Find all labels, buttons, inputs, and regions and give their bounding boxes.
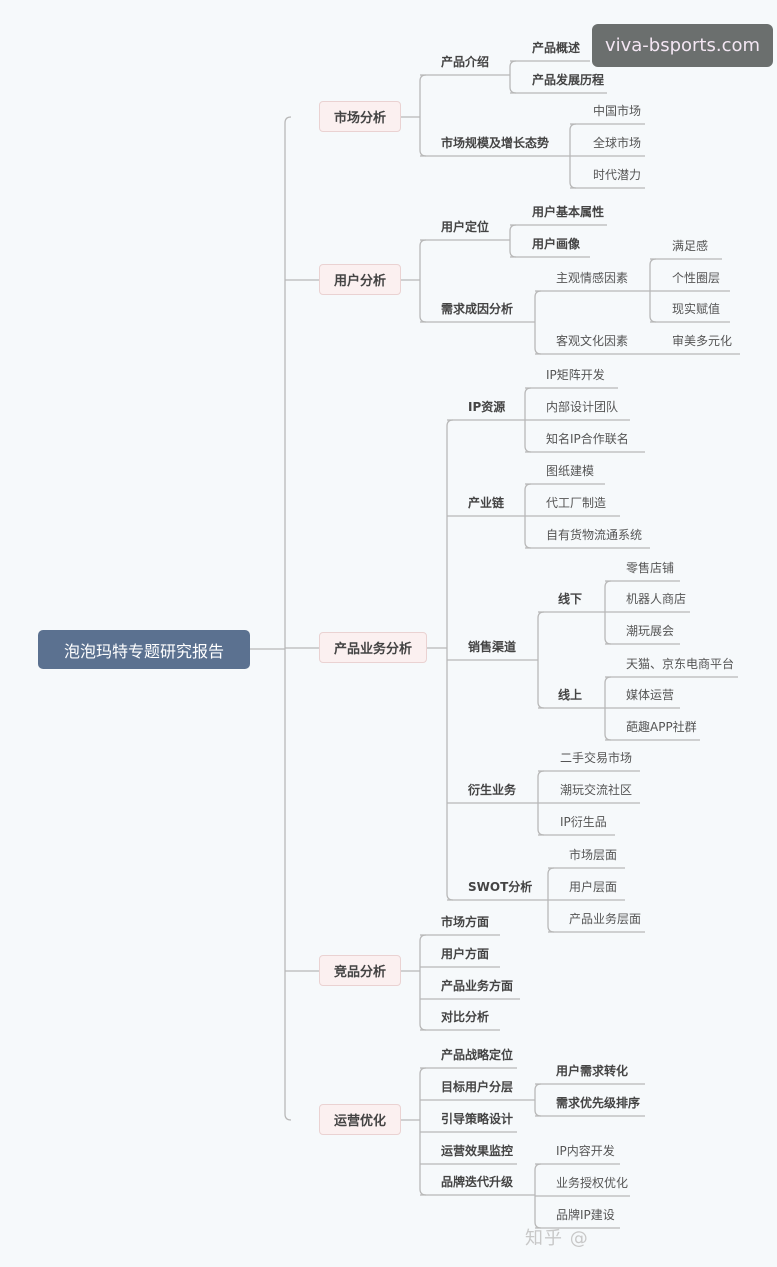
- bracket-connector: [419, 934, 427, 1031]
- topic-node[interactable]: 引导策略设计: [441, 1112, 514, 1126]
- topic-node[interactable]: 产品介绍: [441, 55, 490, 69]
- topic-node[interactable]: 产品战略定位: [441, 1048, 514, 1062]
- topic-node[interactable]: 现实赋值: [672, 302, 721, 316]
- branch-node[interactable]: 竞品分析: [319, 955, 401, 986]
- root-node[interactable]: 泡泡玛特专题研究报告: [38, 630, 250, 669]
- topic-node[interactable]: 二手交易市场: [560, 751, 633, 765]
- topic-node[interactable]: 潮玩交流社区: [560, 783, 633, 797]
- topic-node[interactable]: 需求优先级排序: [556, 1096, 641, 1110]
- topic-node[interactable]: 对比分析: [441, 1010, 490, 1024]
- topic-node[interactable]: 产业链: [468, 496, 505, 510]
- topic-node[interactable]: 线下: [558, 592, 583, 606]
- credit-watermark: 知乎 @: [525, 1228, 589, 1249]
- topic-node[interactable]: 天猫、京东电商平台: [626, 657, 735, 671]
- watermark-badge: viva-bsports.com: [592, 24, 773, 67]
- topic-node[interactable]: 个性圈层: [672, 271, 721, 285]
- bracket-connector: [284, 116, 292, 1121]
- bracket-connector: [509, 60, 517, 94]
- topic-node[interactable]: 目标用户分层: [441, 1080, 514, 1094]
- bracket-connector: [534, 1083, 542, 1117]
- topic-node[interactable]: 产品发展历程: [532, 73, 605, 87]
- topic-node[interactable]: 产品概述: [532, 41, 581, 55]
- topic-node[interactable]: 满足感: [672, 239, 709, 253]
- bracket-connector: [509, 224, 517, 258]
- topic-node[interactable]: 品牌迭代升级: [441, 1175, 514, 1189]
- topic-node[interactable]: 业务授权优化: [556, 1176, 629, 1190]
- topic-node[interactable]: 用户基本属性: [532, 205, 605, 219]
- topic-node[interactable]: 线上: [558, 688, 583, 702]
- topic-node[interactable]: 客观文化因素: [556, 334, 629, 348]
- topic-node[interactable]: 用户层面: [569, 880, 618, 894]
- topic-node[interactable]: 机器人商店: [626, 592, 687, 606]
- topic-node[interactable]: IP资源: [468, 400, 506, 414]
- branch-node[interactable]: 产品业务分析: [319, 632, 427, 663]
- topic-node[interactable]: 运营效果监控: [441, 1144, 514, 1158]
- topic-node[interactable]: 时代潜力: [593, 168, 642, 182]
- topic-node[interactable]: 知名IP合作联名: [546, 432, 629, 446]
- topic-node[interactable]: 市场层面: [569, 848, 618, 862]
- topic-node[interactable]: 用户方面: [441, 947, 490, 961]
- topic-node[interactable]: 衍生业务: [468, 783, 517, 797]
- branch-node[interactable]: 市场分析: [319, 101, 401, 132]
- topic-node[interactable]: 内部设计团队: [546, 400, 619, 414]
- topic-node[interactable]: 审美多元化: [672, 334, 733, 348]
- branch-node[interactable]: 运营优化: [319, 1104, 401, 1135]
- topic-node[interactable]: 全球市场: [593, 136, 642, 150]
- topic-node[interactable]: 品牌IP建设: [556, 1208, 615, 1222]
- topic-node[interactable]: 用户需求转化: [556, 1064, 629, 1078]
- topic-node[interactable]: 代工厂制造: [546, 496, 607, 510]
- topic-node[interactable]: 用户定位: [441, 220, 490, 234]
- bracket-connector: [419, 239, 427, 323]
- topic-node[interactable]: IP内容开发: [556, 1144, 615, 1158]
- topic-node[interactable]: 市场方面: [441, 915, 490, 929]
- topic-node[interactable]: 用户画像: [532, 237, 581, 251]
- topic-node[interactable]: 需求成因分析: [441, 302, 514, 316]
- topic-node[interactable]: 产品业务层面: [569, 912, 642, 926]
- topic-node[interactable]: 销售渠道: [468, 640, 517, 654]
- bracket-connector: [419, 74, 427, 157]
- topic-node[interactable]: 产品业务方面: [441, 979, 514, 993]
- topic-node[interactable]: 自有货物流通系统: [546, 528, 643, 542]
- topic-node[interactable]: 中国市场: [593, 104, 642, 118]
- topic-node[interactable]: 图纸建模: [546, 464, 595, 478]
- topic-node[interactable]: 葩趣APP社群: [626, 720, 697, 734]
- topic-node[interactable]: IP矩阵开发: [546, 368, 605, 382]
- topic-node[interactable]: IP衍生品: [560, 815, 607, 829]
- topic-node[interactable]: 潮玩展会: [626, 624, 675, 638]
- topic-node[interactable]: 市场规模及增长态势: [441, 136, 550, 150]
- topic-node[interactable]: 主观情感因素: [556, 271, 629, 285]
- branch-node[interactable]: 用户分析: [319, 264, 401, 295]
- topic-node[interactable]: SWOT分析: [468, 880, 533, 894]
- topic-node[interactable]: 媒体运营: [626, 688, 675, 702]
- topic-node[interactable]: 零售店铺: [626, 561, 675, 575]
- bracket-connector: [534, 290, 542, 355]
- bracket-connector: [537, 611, 545, 709]
